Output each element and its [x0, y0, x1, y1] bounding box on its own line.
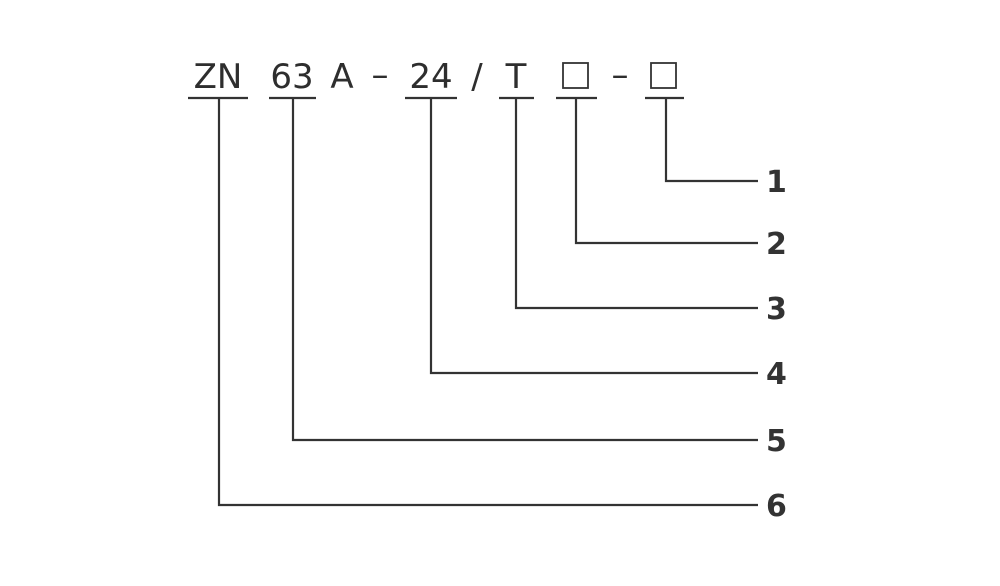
segment-t: T	[505, 57, 527, 97]
leader-line-5	[291, 98, 758, 442]
segment-24: 24	[409, 57, 452, 97]
callout-number-2: 2	[766, 227, 787, 262]
callout-number-6: 6	[766, 489, 787, 524]
callout-number-4: 4	[766, 357, 787, 392]
leader-line-1	[664, 98, 758, 183]
separator-dash: –	[612, 55, 629, 95]
callout-number-3: 3	[766, 292, 787, 327]
leader-line-2	[574, 98, 758, 245]
segment-zn: ZN	[194, 57, 243, 97]
segment-a: A	[330, 57, 353, 97]
separator-slash: /	[471, 57, 483, 97]
segment-63: 63	[270, 57, 313, 97]
leader-line-3	[514, 98, 758, 310]
leader-line-4	[429, 98, 758, 375]
placeholder-box-icon	[562, 62, 589, 89]
callout-number-5: 5	[766, 424, 787, 459]
leader-line-6	[217, 98, 758, 507]
separator-dash: –	[372, 55, 389, 95]
placeholder-box-icon	[650, 62, 677, 89]
callout-number-1: 1	[766, 165, 787, 200]
